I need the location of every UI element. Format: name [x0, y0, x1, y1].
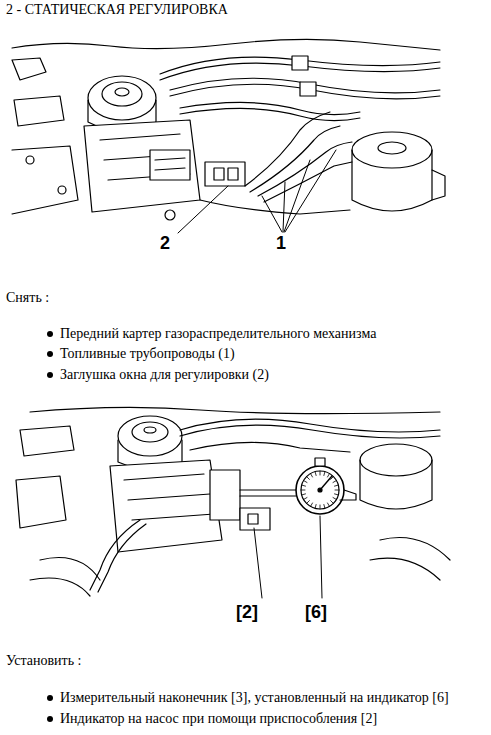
- injection-pump-view: [12, 39, 445, 233]
- list-bullet: [47, 351, 53, 357]
- section-heading: Снять :: [6, 290, 49, 306]
- list-item: Передний картер газораспределительного м…: [60, 326, 376, 342]
- page-title: 2 - СТАТИЧЕСКАЯ РЕГУЛИРОВКА: [6, 2, 228, 18]
- dial-indicator-view: [16, 407, 450, 598]
- list-item: Заглушка окна для регулировки (2): [60, 367, 269, 383]
- list-bullet: [47, 331, 53, 337]
- list-bullet: [47, 716, 53, 722]
- callout-number: 1: [276, 233, 286, 253]
- section-heading: Установить :: [6, 653, 81, 669]
- list-bullet: [47, 695, 53, 701]
- list-bullet: [47, 372, 53, 378]
- list-item: Индикатор на насос при помощи приспособл…: [60, 711, 377, 727]
- callout-number: 2: [160, 233, 170, 253]
- callout-number: [2]: [236, 602, 258, 622]
- list-item: Измерительный наконечник [3], установлен…: [60, 690, 449, 706]
- callout-number: [6]: [305, 602, 327, 622]
- list-item: Топливные трубопроводы (1): [60, 346, 235, 362]
